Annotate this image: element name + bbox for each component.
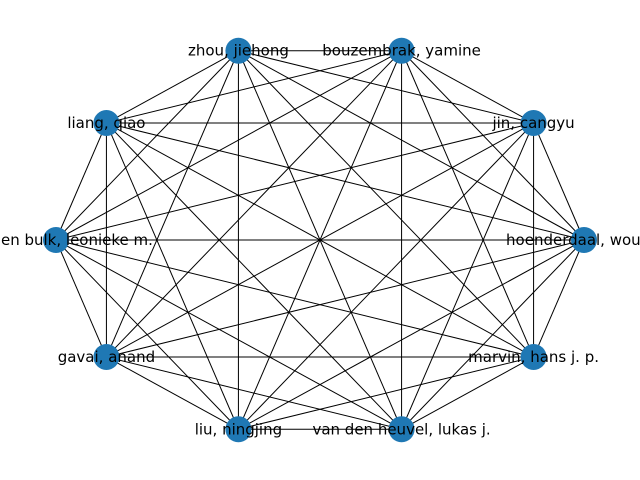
node-label-n0: hoenderdaal, wouter [506, 231, 640, 249]
edge-n5-n6 [55, 239, 107, 358]
node-n8[interactable] [388, 416, 415, 443]
edge-n3-n4 [106, 50, 239, 124]
edge-n5-n9 [55, 239, 534, 358]
node-label-n8: van den heuvel, lukas j. [312, 420, 490, 438]
node-label-n7: liu, ningjing [195, 420, 282, 438]
edge-n0-n9 [533, 239, 585, 358]
node-n2[interactable] [388, 37, 415, 64]
node-label-n3: zhou, jiehong [188, 42, 289, 60]
node-label-n1: jin, cangyu [491, 114, 574, 132]
edge-layer [55, 50, 585, 430]
edge-n0-n1 [533, 122, 585, 241]
edge-n3-n6 [105, 50, 239, 358]
node-n4[interactable] [93, 110, 120, 137]
edge-n5-n7 [55, 239, 239, 430]
node-layer [43, 37, 597, 443]
node-n1[interactable] [520, 110, 547, 137]
edge-n6-n7 [106, 356, 239, 430]
node-n5[interactable] [43, 227, 69, 253]
edge-n2-n9 [401, 50, 535, 358]
node-n9[interactable] [520, 343, 547, 370]
node-label-n5: van den bulk, leonieke m. [0, 231, 153, 249]
label-layer: hoenderdaal, wouter jin, cangyu bouzembrak… [0, 42, 640, 439]
node-label-n9: marvin, hans j. p. [468, 348, 599, 366]
edge-n0-n3 [238, 50, 585, 241]
edge-n4-n7 [105, 122, 239, 430]
edge-n4-n5 [55, 122, 107, 241]
edge-n3-n9 [238, 50, 534, 358]
edge-n8-n9 [401, 356, 534, 430]
edge-n5-n8 [55, 239, 402, 430]
node-label-n2: bouzembrak, yamine [322, 42, 481, 60]
node-label-n4: liang, qiao [67, 114, 145, 132]
edge-n7-n9 [238, 356, 534, 430]
edge-n4-n9 [106, 122, 534, 358]
edge-n1-n8 [401, 122, 535, 430]
edge-n2-n5 [55, 50, 402, 241]
edge-n6-n8 [106, 356, 402, 430]
node-label-n6: gavai, anand [58, 348, 155, 366]
edge-n0-n7 [238, 239, 585, 430]
edge-n4-n8 [106, 122, 402, 430]
node-n6[interactable] [93, 343, 120, 370]
node-n0[interactable] [571, 227, 597, 253]
edge-n1-n2 [401, 50, 534, 124]
node-n7[interactable] [225, 416, 252, 443]
node-n3[interactable] [225, 37, 252, 64]
